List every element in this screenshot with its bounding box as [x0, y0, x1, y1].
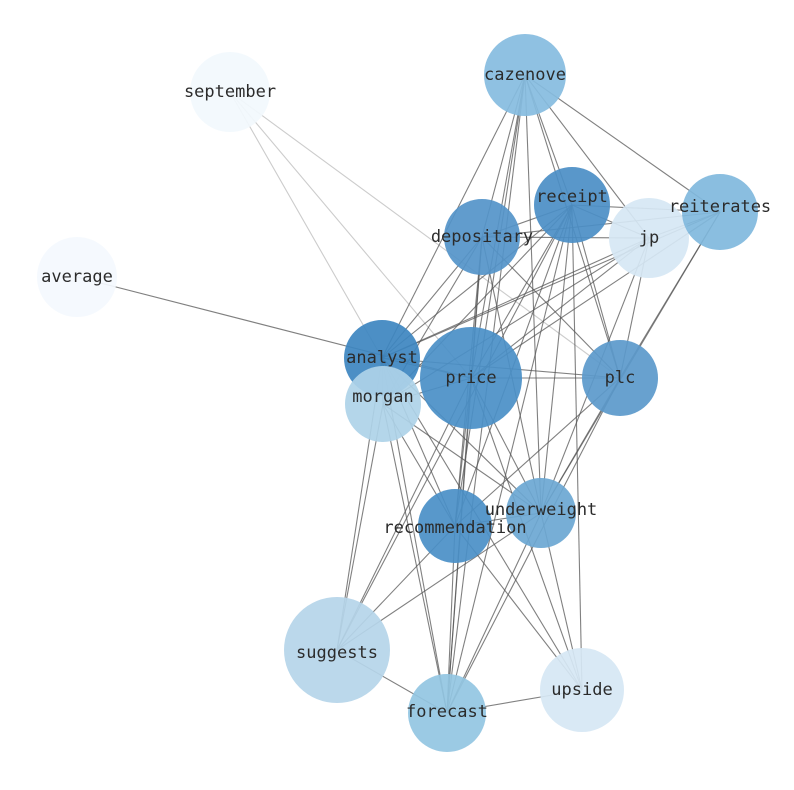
- graph-node-depositary[interactable]: [444, 199, 520, 275]
- graph-edge: [382, 403, 448, 714]
- graph-node-price[interactable]: [420, 327, 522, 429]
- graph-node-forecast[interactable]: [408, 674, 486, 752]
- graph-node-recommendation[interactable]: [418, 489, 492, 563]
- graph-node-cazenove[interactable]: [484, 34, 566, 116]
- node-layer: [37, 34, 758, 752]
- graph-edge: [229, 91, 383, 359]
- graph-node-jp[interactable]: [609, 198, 689, 278]
- graph-edge: [446, 204, 573, 714]
- graph-node-september[interactable]: [190, 52, 270, 132]
- graph-edge: [381, 237, 650, 359]
- graph-node-average[interactable]: [37, 237, 117, 317]
- graph-node-upside[interactable]: [540, 648, 624, 732]
- graph-edge: [524, 74, 542, 514]
- graph-node-underweight[interactable]: [506, 478, 576, 548]
- graph-edge: [571, 204, 583, 691]
- graph-node-reiterates[interactable]: [682, 174, 758, 250]
- graph-node-plc[interactable]: [582, 340, 658, 416]
- graph-node-morgan[interactable]: [345, 366, 421, 442]
- graph-edge: [229, 91, 472, 379]
- graph-node-suggests[interactable]: [284, 597, 390, 703]
- graph-edge: [540, 204, 573, 514]
- graph-node-receipt[interactable]: [534, 167, 610, 243]
- graph-edge: [229, 91, 621, 379]
- graph-edge: [336, 204, 573, 651]
